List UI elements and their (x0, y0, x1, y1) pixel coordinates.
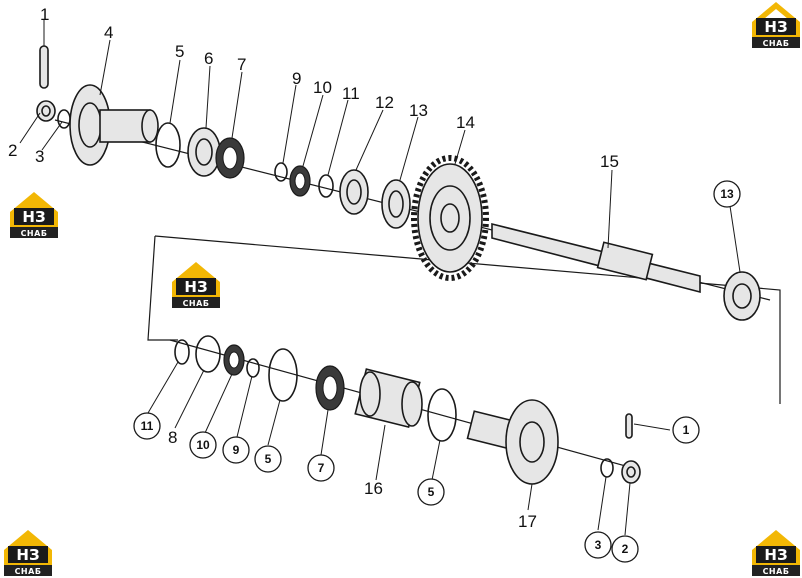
logo-bottom-right: НЗ СНАБ (752, 530, 800, 576)
logo-bottom-text: СНАБ (763, 567, 790, 576)
part-12-bearing (339, 169, 369, 215)
label-upper-10: 10 (313, 78, 332, 97)
circled-label-7-lower: 7 (307, 454, 335, 482)
circled-label-13-right: 13 (713, 180, 741, 208)
part-13-bearing-right (723, 271, 761, 321)
label-upper-6: 6 (204, 49, 213, 68)
part-11-snap-ring-lower (174, 339, 190, 365)
label-upper-7: 7 (237, 55, 246, 74)
logo-center: НЗ СНАБ (172, 262, 220, 308)
part-5-o-ring (155, 122, 181, 168)
circled-label-5-lower-right: 5 (417, 478, 445, 506)
circled-label-2-lower: 2 (611, 535, 639, 563)
label-upper-1: 1 (40, 5, 49, 24)
part-5-o-ring-lower (268, 348, 298, 402)
logo-top-text: НЗ (184, 278, 207, 296)
logo-bottom-text: СНАБ (763, 39, 790, 48)
logo-bottom-text: СНАБ (21, 229, 48, 238)
assembly-frame-left (147, 235, 178, 341)
circled-label-11-lower: 11 (133, 412, 161, 440)
part-5-o-ring-lower-right (427, 388, 457, 442)
part-15-shaft (491, 222, 701, 294)
circled-label-5-lower-left: 5 (254, 445, 282, 473)
logo-top-right: НЗ СНАБ (752, 2, 800, 48)
label-upper-4: 4 (104, 23, 113, 42)
circled-label-text: 11 (141, 419, 154, 433)
part-14-gear (411, 155, 489, 281)
circled-label-text: 10 (196, 438, 210, 452)
label-upper-3: 3 (35, 147, 44, 166)
part-11-snap-ring (318, 174, 334, 198)
label-lower-8: 8 (168, 428, 177, 447)
part-9-ring-lower (246, 358, 260, 378)
label-upper-5: 5 (175, 42, 184, 61)
logo-left-mid: НЗ СНАБ (10, 192, 58, 238)
label-upper-15: 15 (600, 152, 619, 171)
circled-label-text: 7 (318, 461, 325, 475)
part-4-flange (69, 84, 159, 166)
circled-label-text: 3 (595, 538, 602, 552)
logo-bottom-text: СНАБ (15, 567, 42, 576)
part-1-cotter-pin (39, 45, 49, 89)
part-3-washer-lower (600, 458, 614, 478)
circled-label-text: 1 (683, 423, 690, 437)
part-7-bearing (215, 137, 245, 179)
logo-bottom-left: НЗ СНАБ (4, 530, 52, 576)
part-2-castle-nut-lower (621, 460, 641, 484)
circled-label-text: 5 (428, 485, 435, 499)
part-1-cotter-pin-lower (625, 413, 633, 439)
circled-label-10-lower: 10 (189, 431, 217, 459)
label-upper-2: 2 (8, 141, 17, 160)
logo-top-text: НЗ (16, 546, 39, 564)
part-10-bearing-lower (223, 344, 245, 376)
part-7-bearing-lower (315, 365, 345, 411)
label-upper-9: 9 (292, 69, 301, 88)
part-10-bearing (289, 165, 311, 197)
logo-bottom-text: СНАБ (183, 299, 210, 308)
label-lower-16: 16 (364, 479, 383, 498)
circled-label-9-lower: 9 (222, 436, 250, 464)
circled-label-text: 2 (622, 542, 629, 556)
logo-top-text: НЗ (22, 208, 45, 226)
logo-top-text: НЗ (764, 18, 787, 36)
part-2-castle-nut (36, 100, 56, 122)
label-upper-14: 14 (456, 113, 475, 132)
circled-label-text: 5 (265, 452, 272, 466)
circled-label-1-lower: 1 (672, 416, 700, 444)
upper-leaders (19, 20, 741, 273)
lower-leaders (147, 361, 671, 536)
label-upper-12: 12 (375, 93, 394, 112)
assembly-frame (154, 235, 781, 404)
part-9-ring (274, 162, 288, 182)
part-6-bearing (187, 127, 221, 177)
part-17-flange (466, 399, 559, 485)
circled-label-text: 13 (720, 187, 734, 201)
part-8-ring (195, 335, 221, 373)
circled-label-text: 9 (233, 443, 240, 457)
circled-label-3-lower: 3 (584, 531, 612, 559)
label-upper-13: 13 (409, 101, 428, 120)
part-16-bearing-assembly (354, 368, 423, 429)
label-lower-17: 17 (518, 512, 537, 531)
logo-top-text: НЗ (764, 546, 787, 564)
label-upper-11: 11 (342, 84, 360, 103)
part-13-bearing (381, 179, 411, 229)
